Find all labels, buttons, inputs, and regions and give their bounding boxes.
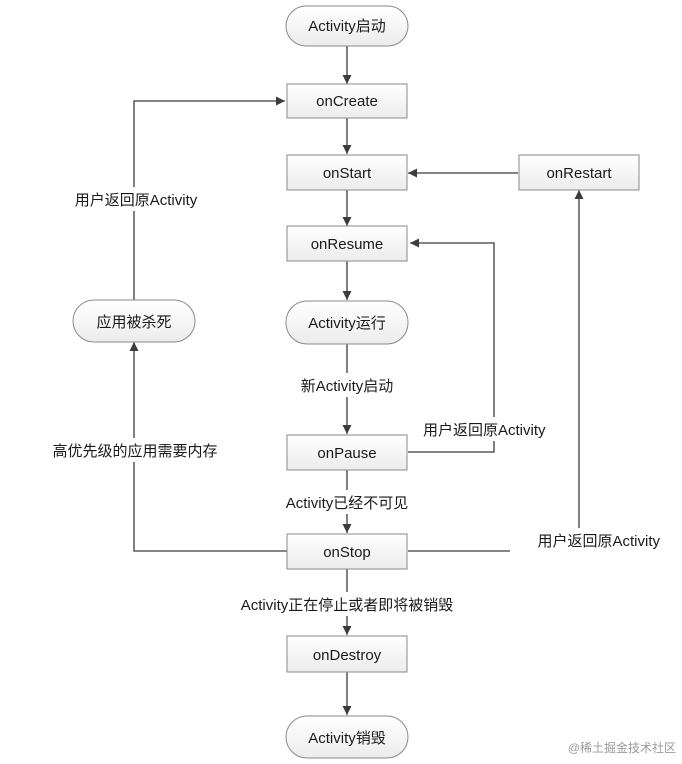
- node-activity-running-label: Activity运行: [308, 315, 386, 332]
- edge-labels: 新Activity启动 用户返回原Activity Activity已经不可见 …: [33, 187, 660, 616]
- node-onpause-label: onPause: [317, 445, 376, 462]
- node-onrestart-label: onRestart: [546, 165, 612, 182]
- label-memory-needed: 高优先级的应用需要内存: [52, 442, 217, 460]
- arrow-killed-to-oncreate: [133, 96, 285, 300]
- arrow-onstop-to-killed: [129, 342, 287, 552]
- node-app-killed: 应用被杀死: [72, 299, 196, 343]
- node-onpause: onPause: [286, 434, 408, 471]
- node-onstop: onStop: [286, 533, 408, 570]
- node-activity-running: Activity运行: [285, 300, 409, 345]
- node-activity-destroyed: Activity销毁: [285, 715, 409, 759]
- node-activity-start-label: Activity启动: [308, 18, 386, 35]
- node-onresume: onResume: [286, 225, 408, 262]
- arrow-onpause-to-onresume: [408, 238, 495, 453]
- watermark: @稀土掘金技术社区: [568, 740, 676, 755]
- node-onstop-label: onStop: [323, 544, 371, 561]
- node-oncreate-label: onCreate: [316, 93, 378, 110]
- label-new-activity: 新Activity启动: [301, 378, 394, 395]
- label-not-visible: Activity已经不可见: [286, 495, 409, 512]
- node-ondestroy: onDestroy: [286, 635, 408, 673]
- node-onresume-label: onResume: [311, 236, 384, 253]
- node-ondestroy-label: onDestroy: [313, 647, 382, 664]
- label-return-to-resume: 用户返回原Activity: [423, 422, 546, 439]
- node-activity-start: Activity启动: [285, 5, 409, 47]
- label-return-to-create: 用户返回原Activity: [75, 192, 198, 209]
- node-activity-destroyed-label: Activity销毁: [308, 730, 386, 747]
- node-onstart: onStart: [286, 154, 408, 191]
- node-onrestart: onRestart: [518, 154, 640, 191]
- node-onstart-label: onStart: [323, 165, 372, 182]
- label-finishing: Activity正在停止或者即将被销毁: [241, 597, 454, 614]
- node-oncreate: onCreate: [286, 83, 408, 119]
- label-return-to-restart: 用户返回原Activity: [537, 533, 660, 550]
- node-app-killed-label: 应用被杀死: [96, 313, 171, 331]
